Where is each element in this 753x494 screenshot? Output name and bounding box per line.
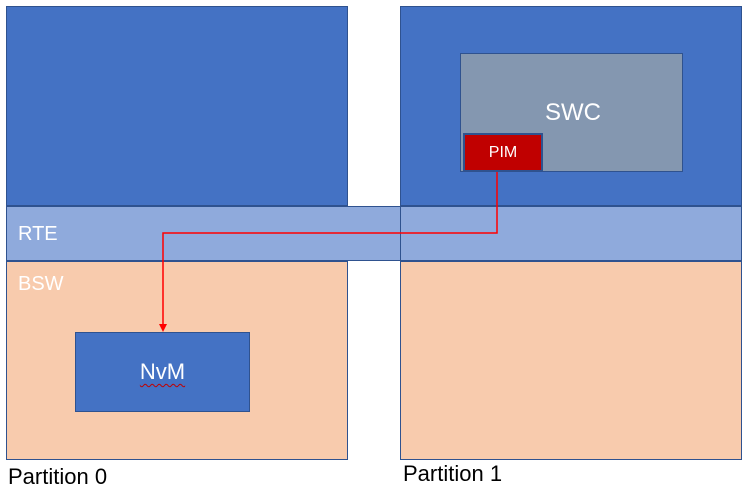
- swc-label: SWC: [545, 99, 601, 126]
- rte-label: RTE: [18, 223, 58, 245]
- rte-layer: [6, 206, 742, 261]
- pim-block: PIM: [463, 133, 543, 172]
- partition-1-bsw-area: [400, 261, 742, 460]
- pim-label: PIM: [488, 143, 518, 161]
- rte-partition-divider: [400, 206, 401, 261]
- partition-0-label: Partition 0: [8, 464, 108, 489]
- nvm-module: NvM: [75, 332, 250, 412]
- partition-1-label: Partition 1: [403, 461, 503, 486]
- nvm-label: NvM: [139, 359, 186, 384]
- partition-0-application-area: [6, 6, 348, 206]
- bsw-label: BSW: [18, 273, 64, 295]
